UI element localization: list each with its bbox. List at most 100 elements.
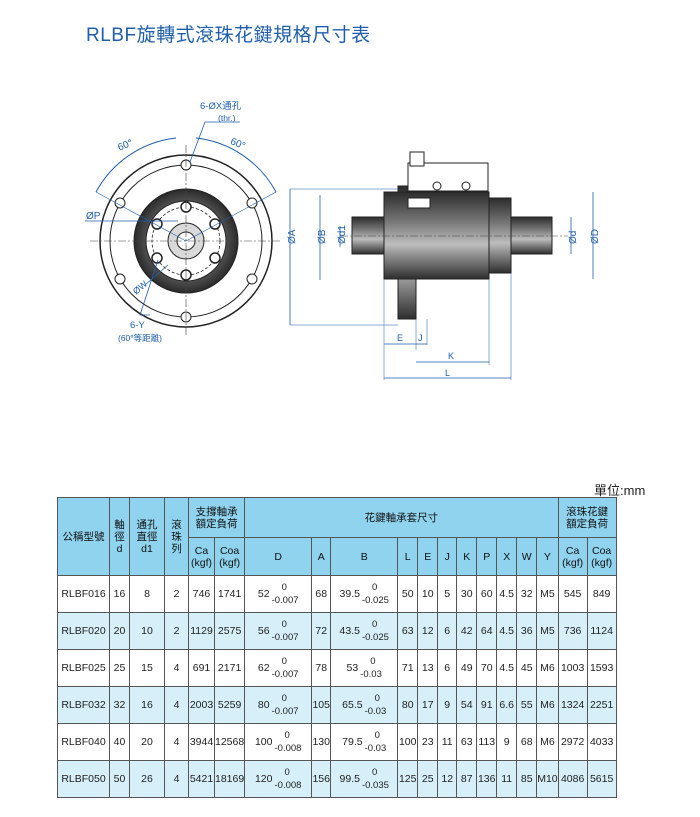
- cell-ca2: 2972: [557, 723, 588, 761]
- tolerance-lower: -0.025: [361, 595, 389, 606]
- tolerance-upper: 0: [371, 619, 378, 630]
- dim-b-label: ØB: [317, 229, 328, 244]
- col-B: B: [330, 537, 399, 576]
- cell-P: 70: [476, 649, 498, 687]
- cell-B: 53 0 -0.03: [330, 649, 399, 687]
- nominal-value: 53: [346, 662, 359, 674]
- tolerance: 0-0.008: [275, 766, 302, 792]
- col-coa-support: Coa(kgf): [213, 537, 246, 576]
- tolerance-upper: 0: [284, 730, 290, 741]
- cell-d1: 8: [129, 575, 165, 613]
- cell-X: 11: [496, 760, 518, 798]
- cell-d: 40: [109, 723, 130, 761]
- cell-L: 80: [397, 686, 419, 724]
- tolerance-upper: 0: [281, 582, 287, 593]
- col-J: J: [437, 537, 458, 576]
- col-A: A: [311, 537, 332, 576]
- nominal-value: 80: [257, 699, 270, 711]
- tolerance-lower: -0.007: [271, 669, 299, 680]
- cell-ca1: 2003: [188, 686, 215, 724]
- angle-left-label: 60°: [116, 138, 134, 154]
- cell-K: 30: [456, 575, 478, 613]
- cell-rows: 4: [164, 723, 189, 761]
- cell-rows: 4: [164, 686, 189, 724]
- col-ca-spline: Ca(kgf): [557, 537, 588, 576]
- cell-ca1: 5421: [188, 760, 215, 798]
- tolerance-upper: 0: [284, 767, 290, 778]
- tapped-hole: [209, 252, 221, 264]
- cell-P: 64: [476, 612, 498, 650]
- technical-drawing: 6-ØX通孔 (thr.) 60° 60° ØP ØW 6-Y (60°等距離): [85, 101, 601, 380]
- group-support-load: 支撐軸承額定負荷: [187, 497, 246, 538]
- tolerance: 0-0.007: [272, 692, 299, 718]
- cell-model: RLBF020: [57, 612, 110, 650]
- col-X: X: [496, 537, 518, 576]
- tapped-hole: [209, 218, 221, 230]
- dim-d-label: Ød: [568, 231, 579, 244]
- col-L: L: [397, 537, 419, 576]
- cell-d1: 20: [129, 723, 165, 761]
- tolerance-upper: 0: [281, 656, 287, 667]
- tapped-hole: [151, 252, 163, 264]
- cell-K: 63: [456, 723, 478, 761]
- col-ball-rows: 滾珠列: [164, 497, 189, 576]
- flange-hole: [246, 197, 258, 209]
- cell-Y: M5: [536, 612, 559, 650]
- tolerance-upper: 0: [371, 582, 378, 593]
- cell-E: 23: [417, 723, 439, 761]
- cell-coa2: 1593: [586, 649, 617, 687]
- col-E: E: [417, 537, 439, 576]
- cell-Y: M5: [536, 575, 559, 613]
- cell-model: RLBF040: [57, 723, 110, 761]
- cell-coa1: 12568: [213, 723, 246, 761]
- tolerance: 0-0.03: [365, 729, 387, 755]
- cell-X: 4.5: [496, 649, 518, 687]
- group-sleeve-dims: 花鍵軸承套尺寸: [244, 497, 559, 538]
- hole-thr-label: (thr.): [218, 113, 236, 123]
- cell-d: 32: [109, 686, 130, 724]
- cell-d: 50: [109, 760, 130, 798]
- tolerance-upper: 0: [370, 656, 376, 667]
- tolerance-lower: -0.007: [271, 595, 299, 606]
- nut-body: [488, 197, 512, 274]
- cell-d: 16: [109, 575, 130, 613]
- cell-J: 11: [437, 723, 458, 761]
- col-K: K: [456, 537, 478, 576]
- cell-coa1: 1741: [213, 575, 246, 613]
- group-spline-load: 滾珠花鍵額定負荷: [557, 497, 617, 538]
- cell-L: 50: [397, 575, 419, 613]
- cell-K: 54: [456, 686, 478, 724]
- cell-W: 85: [516, 760, 538, 798]
- angle-right-label: 60°: [229, 136, 247, 152]
- nominal-value: 43.5: [339, 625, 360, 637]
- cell-d1: 16: [129, 686, 165, 724]
- tolerance-lower: -0.03: [360, 669, 382, 680]
- cell-d1: 26: [129, 760, 165, 798]
- cell-ca1: 691: [188, 649, 215, 687]
- col-D: D: [244, 537, 313, 576]
- cell-d1: 10: [129, 612, 165, 650]
- tolerance-lower: -0.007: [271, 632, 299, 643]
- tolerance-lower: -0.007: [271, 706, 299, 717]
- nominal-value: 120: [254, 773, 273, 785]
- cell-E: 12: [417, 612, 439, 650]
- cell-d1: 15: [129, 649, 165, 687]
- tolerance: 0-0.03: [365, 692, 387, 718]
- cell-X: 9: [496, 723, 518, 761]
- cell-X: 4.5: [496, 575, 518, 613]
- housing: [383, 191, 490, 280]
- tolerance-lower: -0.03: [364, 706, 387, 717]
- cell-coa2: 1124: [586, 612, 617, 650]
